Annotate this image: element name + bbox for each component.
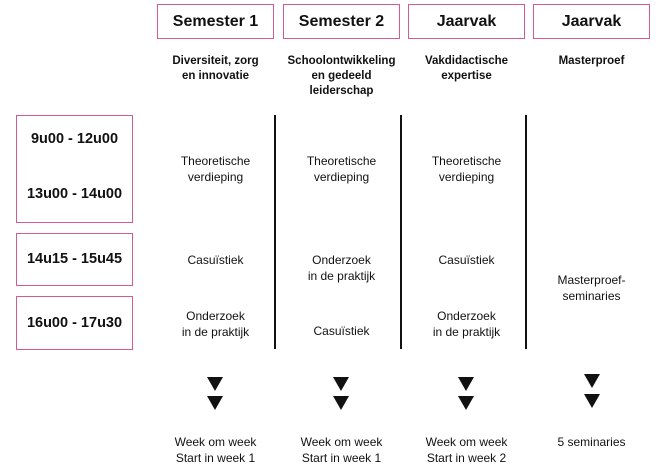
subtitle-col-4: Masterproef [558, 55, 625, 67]
header-semester-2: Semester 2 [283, 4, 400, 39]
subtitle-col-3: Vakdidactische expertise [424, 55, 509, 82]
footer-col-1: Week om week Start in week 1 [174, 435, 257, 465]
time-label: 13u00 - 14u00 [26, 186, 123, 202]
footer-col-2: Week om week Start in week 1 [300, 435, 383, 465]
time-label: 16u00 - 17u30 [26, 315, 123, 331]
cell-col2-row2: Onderzoek in de praktijk [307, 253, 376, 283]
arrow-down-icon [584, 394, 600, 408]
time-label: 14u15 - 15u45 [26, 251, 123, 267]
arrow-down-icon [458, 377, 474, 391]
footer-col-3: Week om week Start in week 2 [425, 435, 508, 465]
arrow-down-icon [584, 374, 600, 388]
header-jaarvak-1: Jaarvak [408, 4, 525, 39]
cell-col2-row3: Casuïstiek [313, 324, 370, 338]
arrow-down-icon [207, 377, 223, 391]
subtitle-col-1: Diversiteit, zorg en innovatie [172, 55, 259, 82]
arrow-down-icon [333, 377, 349, 391]
cell-col1-row1: Theoretische verdieping [180, 154, 251, 184]
column-divider [400, 115, 402, 349]
cell-col2-row1: Theoretische verdieping [306, 154, 377, 184]
subtitle-col-2: Schoolontwikkeling en gedeeld leiderscha… [287, 55, 396, 97]
cell-col3-row2: Casuïstiek [438, 253, 495, 267]
time-box-afternoon-1 [16, 233, 133, 286]
cell-col3-row3: Onderzoek in de praktijk [432, 309, 501, 339]
cell-col1-row3: Onderzoek in de praktijk [181, 309, 250, 339]
column-divider [274, 115, 276, 349]
header-jaarvak-2: Jaarvak [533, 4, 650, 39]
column-divider [525, 115, 527, 349]
time-box-afternoon-2 [16, 296, 133, 350]
cell-col1-row2: Casuïstiek [187, 253, 244, 267]
time-label: 9u00 - 12u00 [30, 131, 119, 147]
time-box-morning [16, 115, 133, 223]
arrow-down-icon [333, 396, 349, 410]
cell-col4-merged: Masterproef- seminaries [557, 273, 626, 303]
arrow-down-icon [458, 396, 474, 410]
arrow-down-icon [207, 396, 223, 410]
header-semester-1: Semester 1 [157, 4, 274, 39]
cell-col3-row1: Theoretische verdieping [431, 154, 502, 184]
footer-col-4: 5 seminaries [557, 435, 626, 449]
